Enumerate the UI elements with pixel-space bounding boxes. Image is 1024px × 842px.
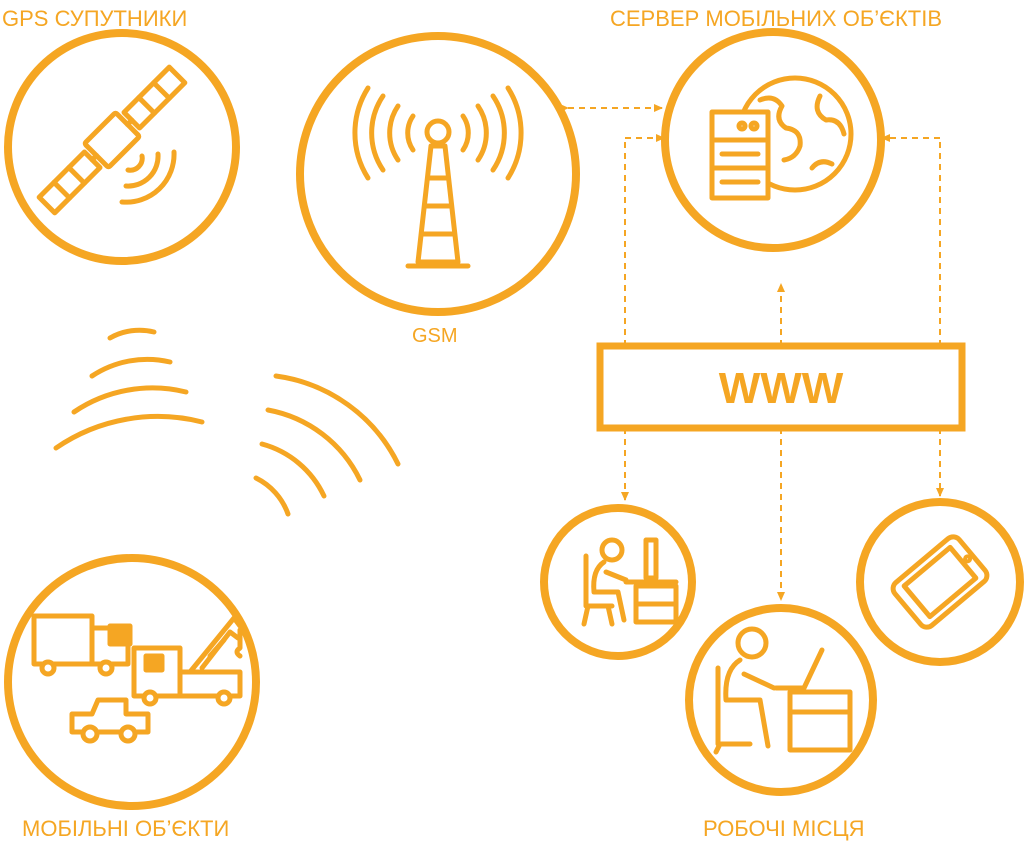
www-box: WWW — [596, 342, 966, 432]
workplace-laptop-node — [685, 604, 877, 796]
gsm-label: GSM — [412, 325, 458, 347]
antenna-tower-icon — [352, 85, 524, 269]
www-label: WWW — [719, 364, 844, 413]
trucks-icon — [31, 613, 243, 744]
smartphone-icon — [890, 534, 990, 630]
workplace-mobile-node — [856, 498, 1024, 666]
satellite-icon — [36, 64, 188, 216]
desk-worker-icon — [581, 537, 679, 627]
server-www-links — [624, 134, 941, 346]
workplace-desk-node — [540, 504, 696, 660]
laptop-worker-icon — [713, 626, 853, 755]
www-workplace-links — [621, 428, 944, 601]
gsm-tower-node — [296, 32, 580, 316]
signal-waves-icon — [53, 327, 401, 517]
mobile-objects-node — [4, 554, 260, 810]
mobile-objects-label: МОБІЛЬНІ ОБ’ЄКТИ — [22, 816, 229, 841]
workplaces-label: РОБОЧІ МІСЦЯ — [703, 816, 865, 841]
server-node — [661, 28, 885, 252]
gps-satellites-label: GPS СУПУТНИКИ — [2, 6, 187, 31]
gps-satellite-node — [4, 29, 240, 265]
server-globe-icon — [709, 75, 854, 201]
server-label: СЕРВЕР МОБІЛЬНИХ ОБ’ЄКТІВ — [610, 6, 942, 31]
